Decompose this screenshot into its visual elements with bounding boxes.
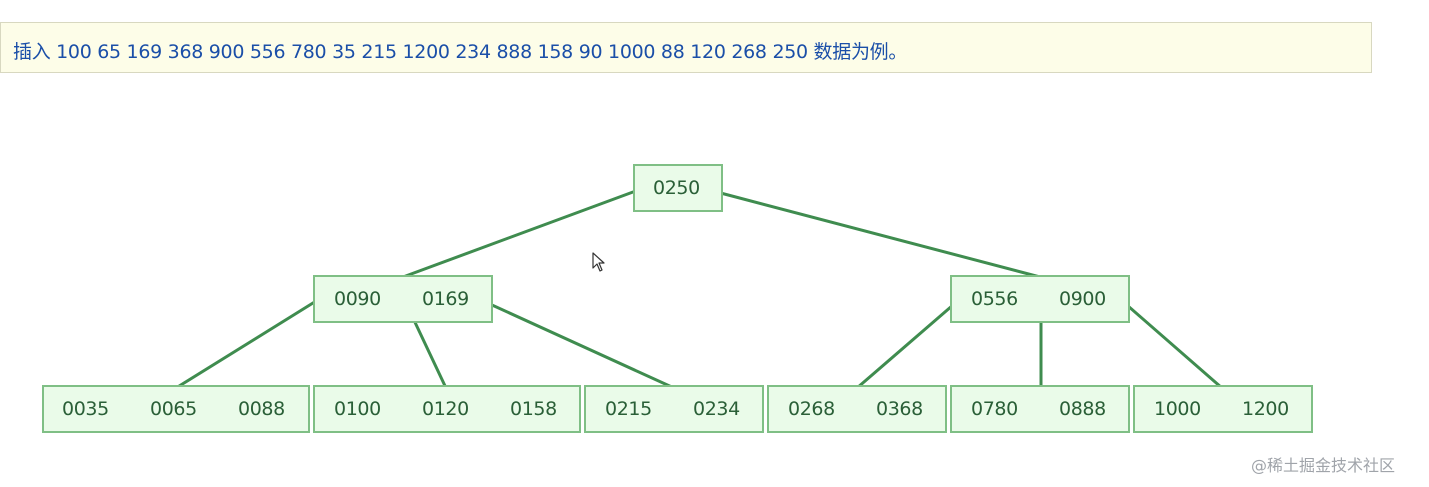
node-key: 0368 bbox=[876, 398, 923, 420]
internal-node-right: 0556 0900 bbox=[950, 275, 1130, 323]
node-key: 0100 bbox=[334, 398, 381, 420]
leaf-node-5: 0780 0888 bbox=[950, 385, 1130, 433]
leaf-node-3: 0215 0234 bbox=[584, 385, 764, 433]
intro-banner: 插入 100 65 169 368 900 556 780 35 215 120… bbox=[0, 22, 1372, 73]
node-key: 0065 bbox=[150, 398, 197, 420]
edge-root-left bbox=[401, 190, 635, 279]
node-key: 0158 bbox=[510, 398, 557, 420]
leaf-node-6: 1000 1200 bbox=[1133, 385, 1313, 433]
root-node: 0250 bbox=[633, 164, 723, 212]
node-key: 1200 bbox=[1242, 398, 1289, 420]
node-key: 0234 bbox=[693, 398, 740, 420]
node-key: 0900 bbox=[1059, 288, 1106, 310]
node-key: 0556 bbox=[971, 288, 1018, 310]
edge-l1b-leaf6 bbox=[1118, 297, 1224, 390]
leaf-node-2: 0100 0120 0158 bbox=[313, 385, 581, 433]
leaf-node-1: 0035 0065 0088 bbox=[42, 385, 310, 433]
node-key: 0035 bbox=[62, 398, 109, 420]
edge-l1b-leaf4 bbox=[855, 297, 962, 390]
node-key: 0120 bbox=[422, 398, 469, 420]
node-key: 0215 bbox=[605, 398, 652, 420]
watermark: @稀土掘金技术社区 bbox=[1251, 456, 1396, 475]
internal-node-left: 0090 0169 bbox=[313, 275, 493, 323]
node-key: 0780 bbox=[971, 398, 1018, 420]
edge-l1a-leaf1 bbox=[174, 296, 323, 390]
mouse-pointer-icon bbox=[592, 252, 605, 272]
node-key: 0088 bbox=[238, 398, 285, 420]
node-key: 0090 bbox=[334, 288, 381, 310]
node-key: 0250 bbox=[653, 177, 700, 199]
node-key: 0268 bbox=[788, 398, 835, 420]
leaf-node-4: 0268 0368 bbox=[767, 385, 947, 433]
edge-l1a-leaf3 bbox=[479, 298, 676, 390]
edge-root-right bbox=[711, 189, 1042, 279]
node-key: 1000 bbox=[1154, 398, 1201, 420]
insert-sequence-text: 插入 100 65 169 368 900 556 780 35 215 120… bbox=[13, 41, 908, 63]
node-key: 0169 bbox=[422, 288, 469, 310]
node-key: 0888 bbox=[1059, 398, 1106, 420]
